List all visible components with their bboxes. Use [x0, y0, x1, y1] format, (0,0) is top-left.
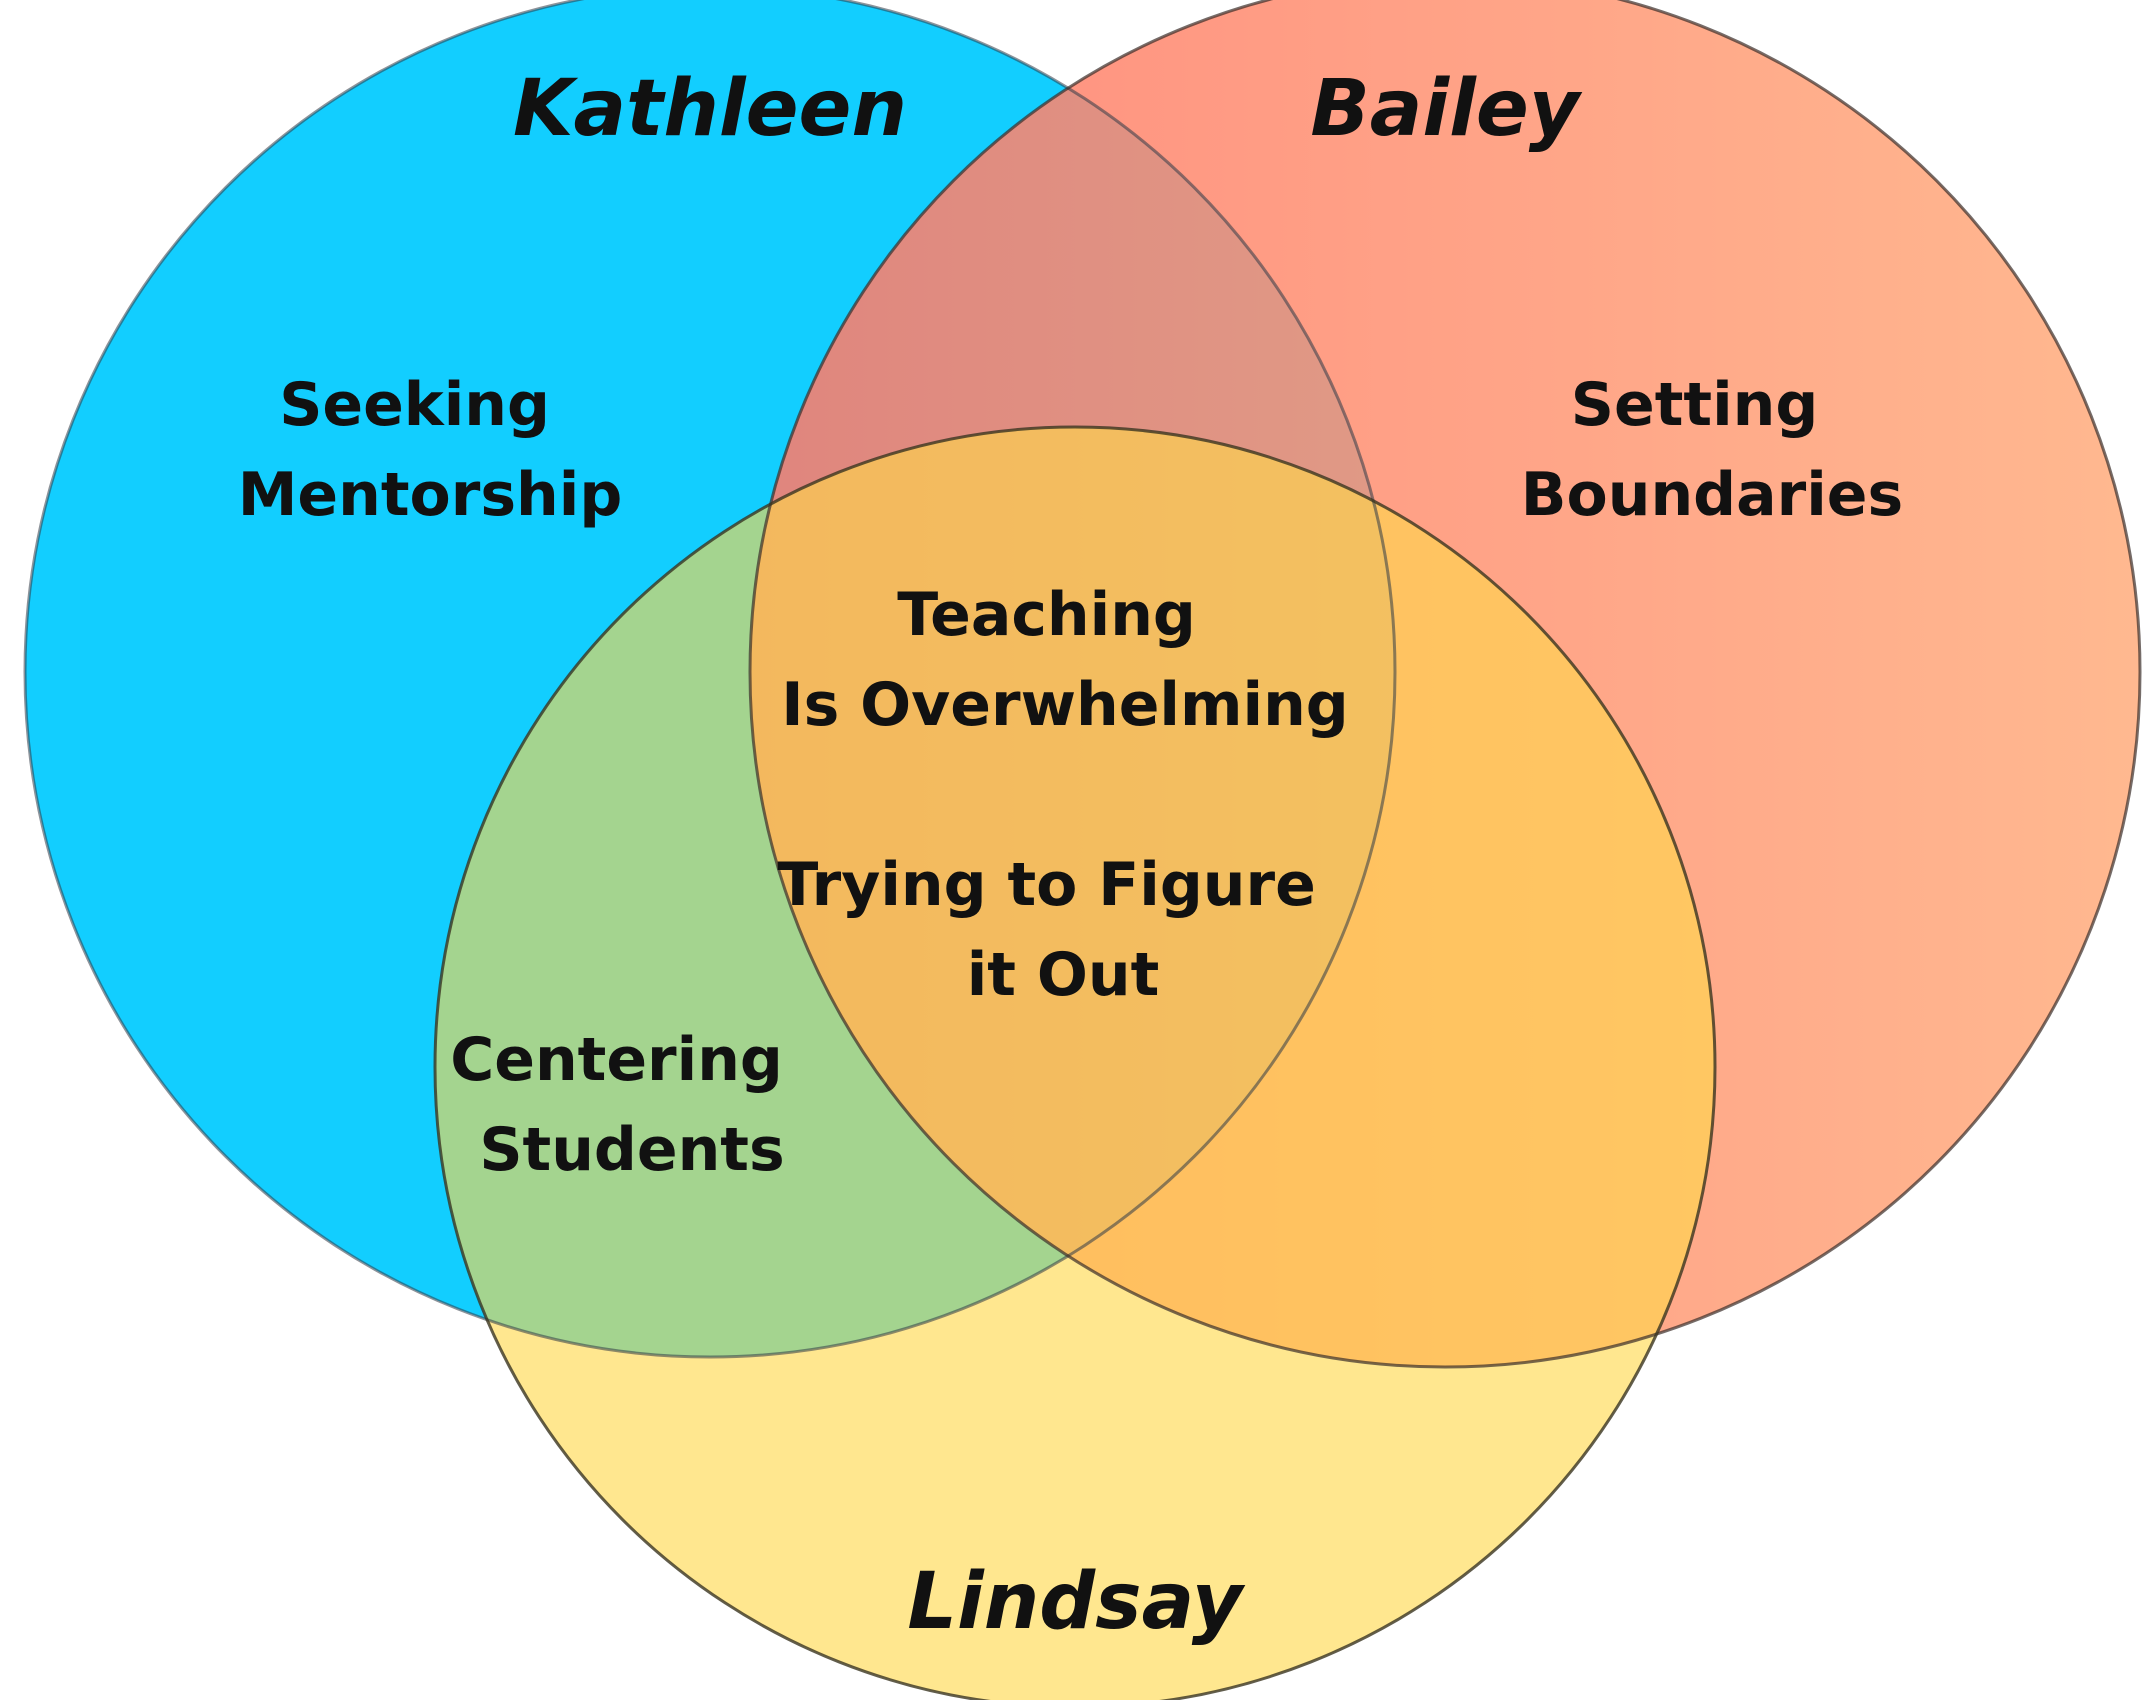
region-all-three-upper: Teaching Is Overwhelming	[781, 580, 1348, 740]
region-all-three-lower: Trying to Figure it Out	[777, 850, 1336, 1010]
region-all-three-upper-line-2: Is Overwhelming	[781, 670, 1348, 740]
set-name-bailey: Bailey	[1310, 64, 1582, 154]
region-bailey-only: Setting Boundaries	[1521, 370, 1903, 530]
region-all-three-upper-line-1: Teaching	[897, 580, 1196, 650]
set-name-kathleen: Kathleen	[513, 64, 907, 154]
set-name-lindsay: Lindsay	[907, 1557, 1245, 1647]
region-bailey-only-line-1: Setting	[1571, 370, 1819, 440]
circle-lindsay-outline	[433, 425, 1717, 1700]
region-bailey-only-line-2: Boundaries	[1521, 460, 1903, 530]
circle-kathleen-outline	[23, 0, 1397, 1359]
region-all-three-lower-line-1: Trying to Figure	[777, 850, 1315, 920]
region-kathleen-lindsay-line-2: Students	[479, 1115, 784, 1185]
circle-bailey-outline	[748, 0, 2142, 1369]
region-kathleen-lindsay: Centering Students	[450, 1025, 804, 1185]
region-kathleen-only-line-1: Seeking	[279, 370, 550, 440]
region-kathleen-lindsay-line-1: Centering	[450, 1025, 783, 1095]
region-kathleen-only-line-2: Mentorship	[238, 460, 623, 530]
region-kathleen-only: Seeking Mentorship	[238, 370, 623, 530]
region-all-three-lower-line-2: it Out	[967, 940, 1160, 1010]
